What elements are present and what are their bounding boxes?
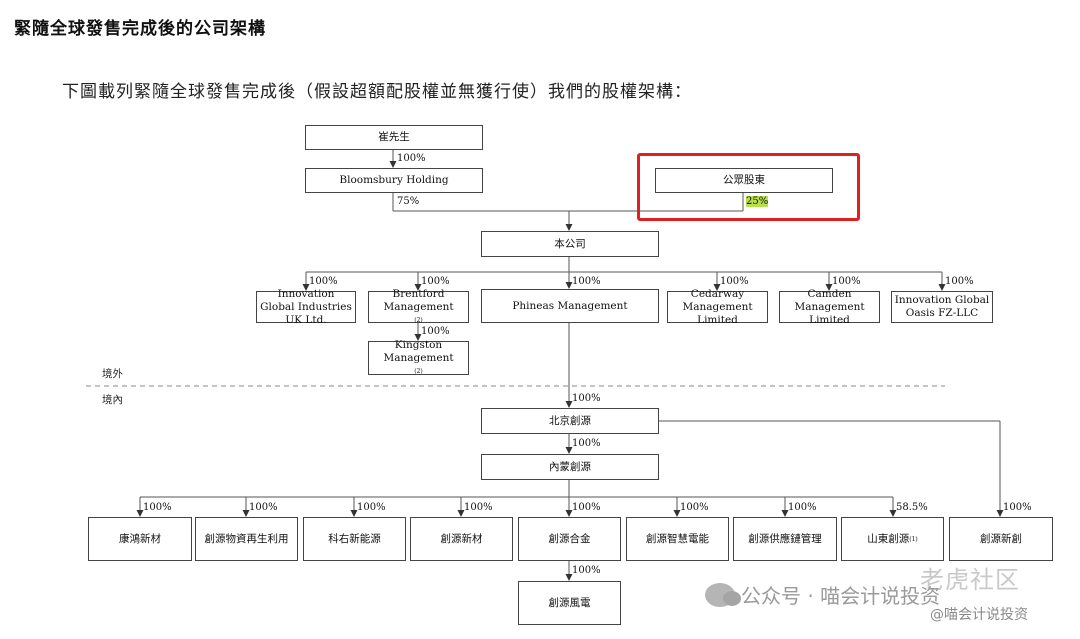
watermark-handle: @喵会计说投资: [930, 607, 1028, 623]
node-public-shareholders: 公眾股東: [655, 168, 833, 193]
brentford-footnote: (2): [414, 316, 423, 324]
pct-brentford-kingston: 100%: [421, 326, 450, 337]
pct-hejin: 100%: [572, 502, 601, 513]
node-hejin: 創源合金: [518, 517, 621, 561]
page-title: 緊隨全球發售完成後的公司架構: [14, 19, 266, 39]
shandong-label: 山東創源: [867, 532, 910, 545]
node-kanghong: 康鴻新材: [88, 517, 192, 561]
pct-xinchuang: 100%: [1003, 502, 1032, 513]
node-oasis: Innovation Global Oasis FZ-LLC: [891, 291, 993, 323]
intro-text: 下圖載列緊隨全球發售完成後（假設超額配股權並無獲行使）我們的股權架構：: [62, 82, 692, 102]
watermark-main: 公众号 · 喵会计说投资: [705, 580, 940, 609]
node-brentford: Brentford Management (2): [368, 287, 469, 324]
node-beijing: 北京創源: [481, 408, 659, 434]
node-smart-power: 創源智慧電能: [626, 517, 729, 561]
kingston-label: Kingston Management: [383, 338, 454, 364]
watermark-corner: 老虎社区: [920, 566, 1020, 594]
shandong-footnote: (1): [909, 535, 918, 543]
pct-shandong: 58.5%: [896, 502, 928, 513]
pct-oasis: 100%: [945, 276, 974, 287]
pct-xincai: 100%: [464, 502, 493, 513]
pct-kanghong: 100%: [143, 502, 172, 513]
pct-recycle: 100%: [249, 502, 278, 513]
node-cedarway: Cedarway Management Limited: [667, 288, 768, 326]
pct-supply-chain: 100%: [788, 502, 817, 513]
node-shandong: 山東創源(1): [841, 517, 944, 561]
kingston-footnote: (2): [414, 367, 423, 375]
node-recycle: 創源物資再生利用: [195, 517, 298, 561]
highlight-frame: [637, 153, 860, 221]
node-cui: 崔先生: [305, 125, 483, 150]
pct-phineas: 100%: [572, 276, 601, 287]
pct-innovation-uk: 100%: [309, 276, 338, 287]
pct-brentford: 100%: [421, 276, 450, 287]
node-keyou: 科右新能源: [303, 517, 406, 561]
pct-hejin-wind: 100%: [572, 565, 601, 576]
watermark-main-text: 公众号 · 喵会计说投资: [741, 584, 941, 608]
brentford-label: Brentford Management: [383, 287, 454, 313]
pct-cui-bloomsbury: 100%: [397, 153, 426, 164]
node-wind: 創源風電: [518, 581, 621, 625]
node-supply-chain: 創源供應鏈管理: [733, 517, 837, 561]
node-company: 本公司: [481, 231, 659, 257]
pct-camden: 100%: [832, 276, 861, 287]
region-offshore: 境外: [102, 368, 123, 380]
pct-bloomsbury-company: 75%: [397, 196, 420, 207]
pct-beijing-neimeng: 100%: [572, 438, 601, 449]
node-xincai: 創源新材: [410, 517, 513, 561]
pct-cedarway: 100%: [720, 276, 749, 287]
pct-public-company: 25%: [746, 196, 769, 207]
node-camden: Camden Management Limited: [779, 288, 880, 326]
pct-keyou: 100%: [357, 502, 386, 513]
node-phineas: Phineas Management: [481, 289, 659, 323]
node-neimeng: 內蒙創源: [481, 454, 659, 480]
node-kingston: Kingston Management (2): [368, 338, 469, 375]
pct-phineas-beijing: 100%: [572, 393, 601, 404]
node-bloomsbury: Bloomsbury Holding: [305, 168, 483, 193]
pct-smart-power: 100%: [680, 502, 709, 513]
wechat-icon: [705, 582, 741, 607]
region-onshore: 境內: [102, 394, 123, 406]
node-xinchuang: 創源新創: [949, 517, 1053, 561]
node-innovation-uk: Innovation Global Industries UK Ltd.: [256, 288, 356, 326]
